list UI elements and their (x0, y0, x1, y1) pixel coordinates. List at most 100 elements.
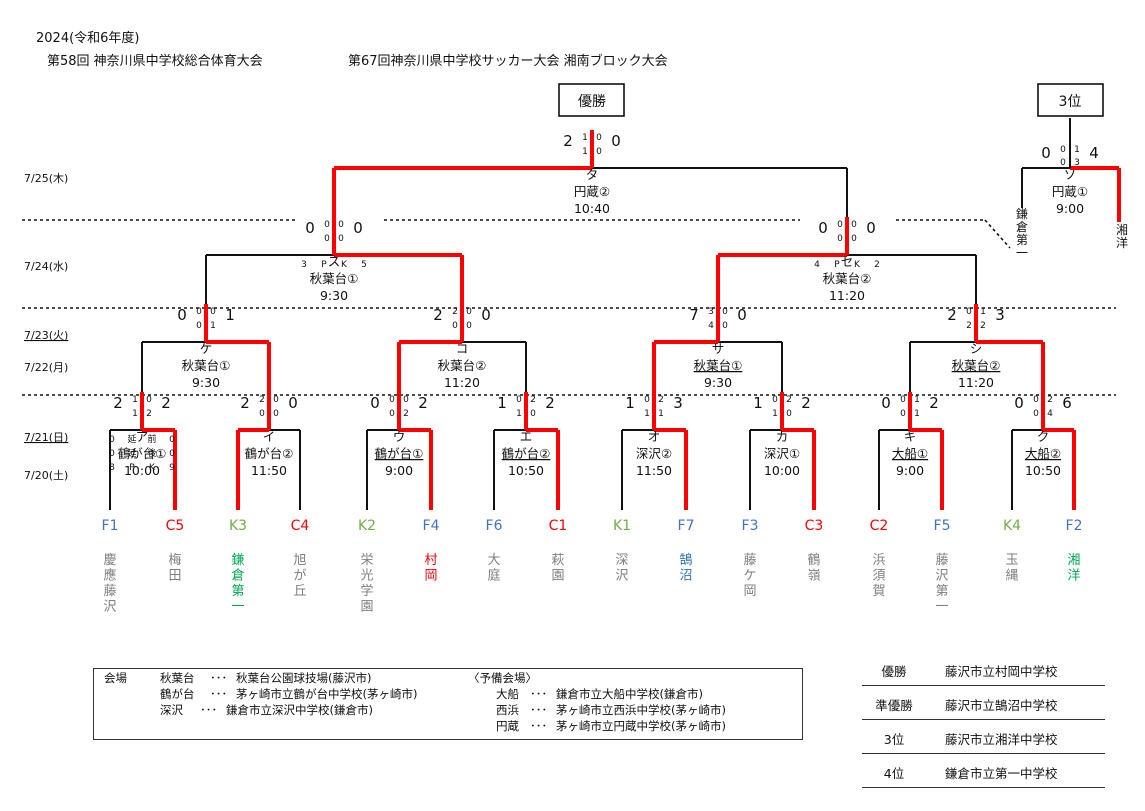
half-score: 0 (722, 307, 728, 317)
match-venue: 秋葉台② (823, 271, 872, 286)
legend-desc: 鎌倉市立大船中学校(鎌倉市) (556, 687, 703, 701)
team-name: 洋 (1067, 569, 1080, 584)
half-score: 1 (772, 409, 778, 419)
match-letter: オ (648, 429, 661, 444)
half-score: 0 (466, 307, 472, 317)
half-score: 0 (338, 234, 344, 244)
legend-desc: 茅ヶ崎市立鶴が台中学校(茅ヶ崎市) (236, 687, 418, 701)
team-name: 慶 (103, 553, 116, 568)
score-right: 3 (673, 394, 683, 412)
team-name: ケ (743, 569, 756, 584)
score-right: 0 (611, 132, 621, 150)
standing-rank: 優勝 (881, 664, 907, 679)
standing-school: 藤沢市立鵠沼中学校 (945, 698, 1058, 713)
team-seed: C4 (291, 518, 310, 534)
extra-label: P (129, 463, 135, 473)
date-label: 7/24(水) (24, 260, 68, 273)
match-letter: ア (136, 429, 149, 444)
half-score: 0 (851, 234, 857, 244)
score-left: 1 (497, 394, 507, 412)
match-letter: カ (776, 429, 789, 444)
score-right: 2 (418, 394, 428, 412)
standing-rank: 4位 (883, 766, 905, 781)
half-score: 2 (530, 395, 536, 405)
half-score: 1 (132, 395, 138, 405)
legend-venue: 鶴が台 (160, 687, 195, 701)
header-year: 2024(令和6年度) (36, 31, 140, 46)
match-letter: ス (328, 254, 341, 269)
legend-desc: 秋葉台公園球技場(藤沢市) (236, 671, 372, 685)
match-time: 10:40 (574, 201, 610, 216)
extra-score: 0 (109, 449, 115, 459)
standing-rank: 3位 (883, 732, 905, 747)
third-place-box (1037, 83, 1104, 117)
half-score: 4 (708, 321, 714, 331)
score-left: 2 (947, 306, 957, 324)
half-score: 1 (582, 147, 588, 157)
match-venue: 鶴が台① (375, 446, 424, 461)
legend-venue: 深沢 (160, 703, 183, 717)
legend-dots: ･･･ (210, 671, 228, 685)
team-name: 沢 (615, 569, 628, 584)
score-right: 2 (161, 394, 171, 412)
match-time: 11:50 (251, 463, 287, 478)
legend-venue: 西浜 (496, 703, 519, 717)
date-label: 7/22(月) (24, 361, 68, 374)
venue-legend: 会場 秋葉台 ･･･ 秋葉台公園球技場(藤沢市) 鶴が台 ･･･ 茅ヶ崎市立鶴が… (93, 668, 803, 740)
legend-desc: 茅ヶ崎市立円蔵中学校(茅ヶ崎市) (556, 719, 726, 733)
half-score: 0 (1033, 409, 1039, 419)
team-name: 大 (487, 553, 500, 568)
team-name: 丘 (293, 584, 306, 599)
standing-school: 藤沢市立湘洋中学校 (945, 732, 1058, 747)
match-time: 11:50 (636, 463, 672, 478)
third-team-name: 洋 (1116, 235, 1128, 250)
half-score: 0 (273, 395, 279, 405)
extra-label: 延 (127, 447, 136, 459)
team-name: 田 (168, 569, 181, 584)
match-letter: エ (520, 429, 533, 444)
half-score: 1 (516, 409, 522, 419)
standing-row: 4位 鎌倉市立第一中学校 (862, 754, 1105, 788)
half-score: 2 (786, 395, 792, 405)
legend-venue: 秋葉台 (160, 671, 195, 685)
extra-label: 延 (127, 433, 136, 445)
date-label: 7/23(火) (24, 329, 68, 342)
team-name: 鵠 (679, 553, 692, 568)
team-name: 第 (231, 584, 244, 599)
match-venue: 秋葉台① (182, 358, 231, 373)
legend-desc: 鎌倉市立深沢中学校(鎌倉市) (226, 703, 373, 717)
half-score: 0 (530, 409, 536, 419)
score-right: 0 (737, 306, 747, 324)
team-name: 村 (424, 553, 437, 568)
score-left: 0 (305, 219, 315, 237)
team-name: 岡 (743, 584, 756, 599)
extra-label: K (341, 260, 348, 270)
score-right: 2 (545, 394, 555, 412)
match-time: 9:30 (192, 375, 220, 390)
legend-desc: 茅ヶ崎市立西浜中学校(茅ヶ崎市) (556, 703, 726, 717)
match-time: 11:20 (958, 375, 994, 390)
team-name: 一 (935, 600, 948, 615)
extra-score: 9 (169, 463, 175, 473)
standing-rank: 準優勝 (875, 698, 913, 713)
score-right: 0 (288, 394, 298, 412)
half-score: 2 (259, 395, 265, 405)
match-time: 9:30 (320, 288, 348, 303)
match-letter: イ (263, 429, 276, 444)
team-seed: C1 (549, 518, 568, 534)
match-letter: セ (841, 254, 854, 269)
score-left: 1 (753, 394, 763, 412)
team-name: 深 (615, 553, 628, 568)
half-score: 0 (1033, 395, 1039, 405)
score-left: 2 (433, 306, 443, 324)
score-right: 2 (801, 394, 811, 412)
half-score: 0 (596, 133, 602, 143)
team-name: 嶺 (807, 569, 820, 584)
extra-label: K (854, 260, 861, 270)
extra-score: 5 (361, 260, 367, 270)
team-name: 萩 (551, 553, 564, 568)
half-score: 0 (452, 321, 458, 331)
half-score: 2 (403, 409, 409, 419)
team-seed: C2 (870, 518, 889, 534)
match-venue: 秋葉台② (438, 358, 487, 373)
